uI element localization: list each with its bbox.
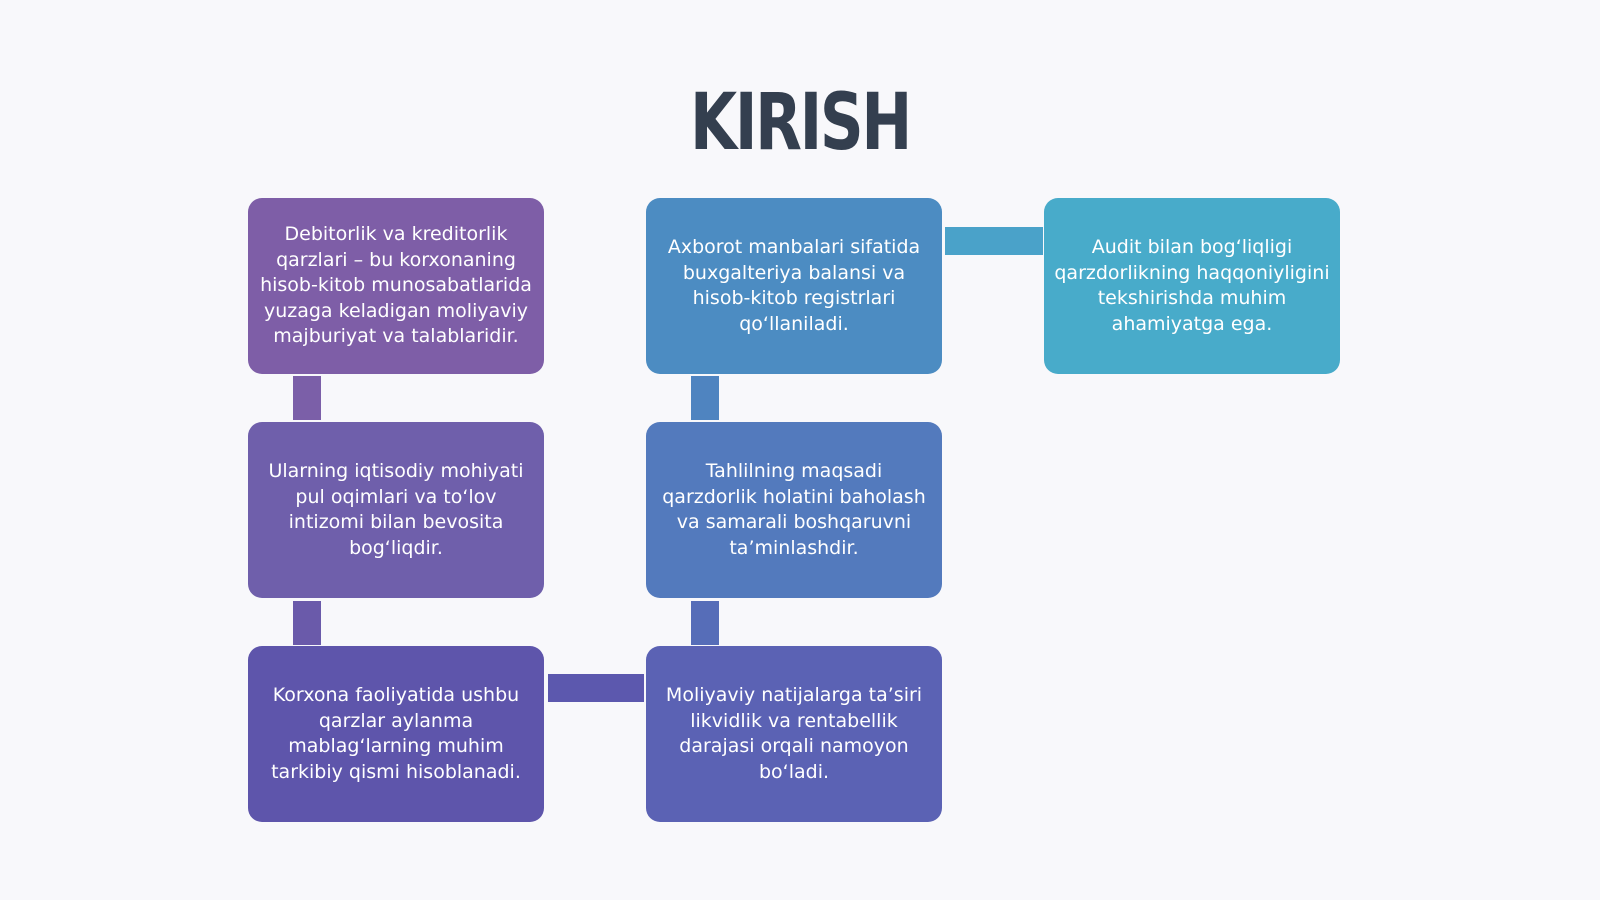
box-text: Tahlilning maqsadi qarzdorlik holatini b… <box>662 460 926 559</box>
connector-b2-b3 <box>293 601 321 645</box>
slide-title: KIRISH <box>690 78 912 168</box>
box-text: Axborot manbalari sifatida buxgalteriya … <box>667 236 921 335</box>
box-text: Audit bilan bog‘liqligi qarzdorlikning h… <box>1054 236 1330 335</box>
box-tahlil-maqsadi: Tahlilning maqsadi qarzdorlik holatini b… <box>646 422 942 598</box>
connector-b1-b2 <box>293 376 321 420</box>
box-aylanma-mablag: Korxona faoliyatida ushbu qarzlar aylanm… <box>248 646 544 822</box>
connector-b4-b5 <box>691 601 719 645</box>
box-iqtisodiy-mohiyat: Ularning iqtisodiy mohiyati pul oqimlari… <box>248 422 544 598</box>
box-text: Debitorlik va kreditorlik qarzlari – bu … <box>260 223 532 348</box>
connector-b5-b6 <box>691 376 719 420</box>
box-moliyaviy-natijalar: Moliyaviy natijalarga ta’siri likvidlik … <box>646 646 942 822</box>
box-axborot-manbalari: Axborot manbalari sifatida buxgalteriya … <box>646 198 942 374</box>
box-text: Moliyaviy natijalarga ta’siri likvidlik … <box>665 684 923 783</box>
connector-b6-b7 <box>945 227 1043 255</box>
box-text: Korxona faoliyatida ushbu qarzlar aylanm… <box>271 684 521 783</box>
connector-b3-b4 <box>548 674 644 702</box>
box-text: Ularning iqtisodiy mohiyati pul oqimlari… <box>268 460 524 559</box>
box-audit: Audit bilan bog‘liqligi qarzdorlikning h… <box>1044 198 1340 374</box>
box-debitorlik-definition: Debitorlik va kreditorlik qarzlari – bu … <box>248 198 544 374</box>
